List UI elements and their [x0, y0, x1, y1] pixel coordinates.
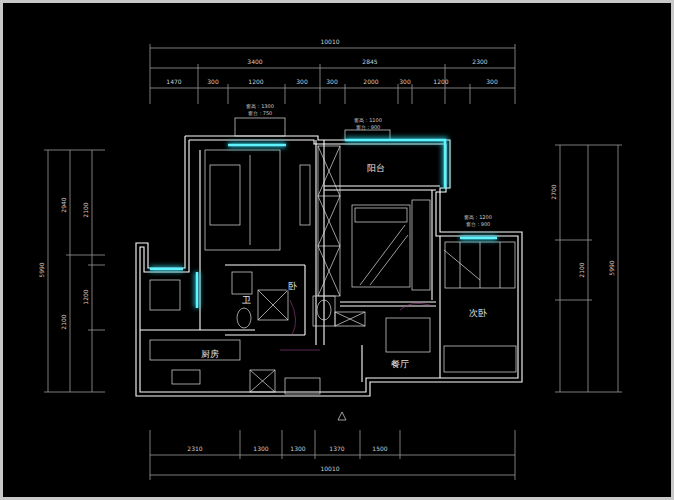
window-note: 窗高：1200: [464, 215, 492, 220]
room-label: 次卧: [468, 309, 488, 318]
room-label: 餐厅: [390, 360, 410, 369]
dimension-text: 300: [399, 79, 410, 85]
dimension-text: 1300: [253, 446, 268, 452]
dimension-text: 1370: [329, 446, 344, 452]
dimension-text: 10010: [320, 39, 339, 45]
walls: [136, 136, 522, 396]
dimension-text: 2300: [472, 59, 487, 65]
dimension-lines: [44, 44, 622, 480]
dimension-text: 2100: [579, 262, 585, 277]
dimension-text: 2000: [363, 79, 378, 85]
dimension-text: 2700: [551, 184, 557, 199]
windows: [150, 140, 497, 308]
window-note: 窗台：900: [466, 222, 491, 227]
room-label: 卫: [241, 296, 252, 305]
dimension-text: 2100: [83, 202, 89, 217]
dimension-text: 2310: [187, 446, 202, 452]
dimension-text: 300: [486, 79, 497, 85]
furniture: [150, 118, 516, 420]
room-label: 阳台: [366, 164, 386, 173]
dimension-text: 1200: [248, 79, 263, 85]
door-swings: [280, 300, 430, 350]
dimension-text: 2845: [362, 59, 377, 65]
window-note: 窗台：900: [356, 125, 381, 130]
room-label: 卧: [287, 282, 298, 291]
dimension-text: 2100: [61, 314, 67, 329]
window-note: 窗高：1300: [246, 104, 274, 109]
dimension-text: 2940: [61, 197, 67, 212]
dimension-text: 1470: [166, 79, 181, 85]
dimension-text: 1300: [290, 446, 305, 452]
dimension-text: 1200: [83, 289, 89, 304]
dimension-text: 300: [207, 79, 218, 85]
dimension-text: 5990: [609, 260, 615, 275]
dimension-text: 5990: [39, 262, 45, 277]
dimension-text: 1500: [372, 446, 387, 452]
window-note: 窗台：750: [248, 111, 273, 116]
dimension-text: 1200: [433, 79, 448, 85]
window-note: 窗高：1100: [354, 118, 382, 123]
dimension-text: 3400: [247, 59, 262, 65]
dimension-text: 300: [326, 79, 337, 85]
dimension-text: 10010: [320, 466, 339, 472]
dimension-text: 300: [296, 79, 307, 85]
room-label: 厨房: [200, 350, 220, 359]
